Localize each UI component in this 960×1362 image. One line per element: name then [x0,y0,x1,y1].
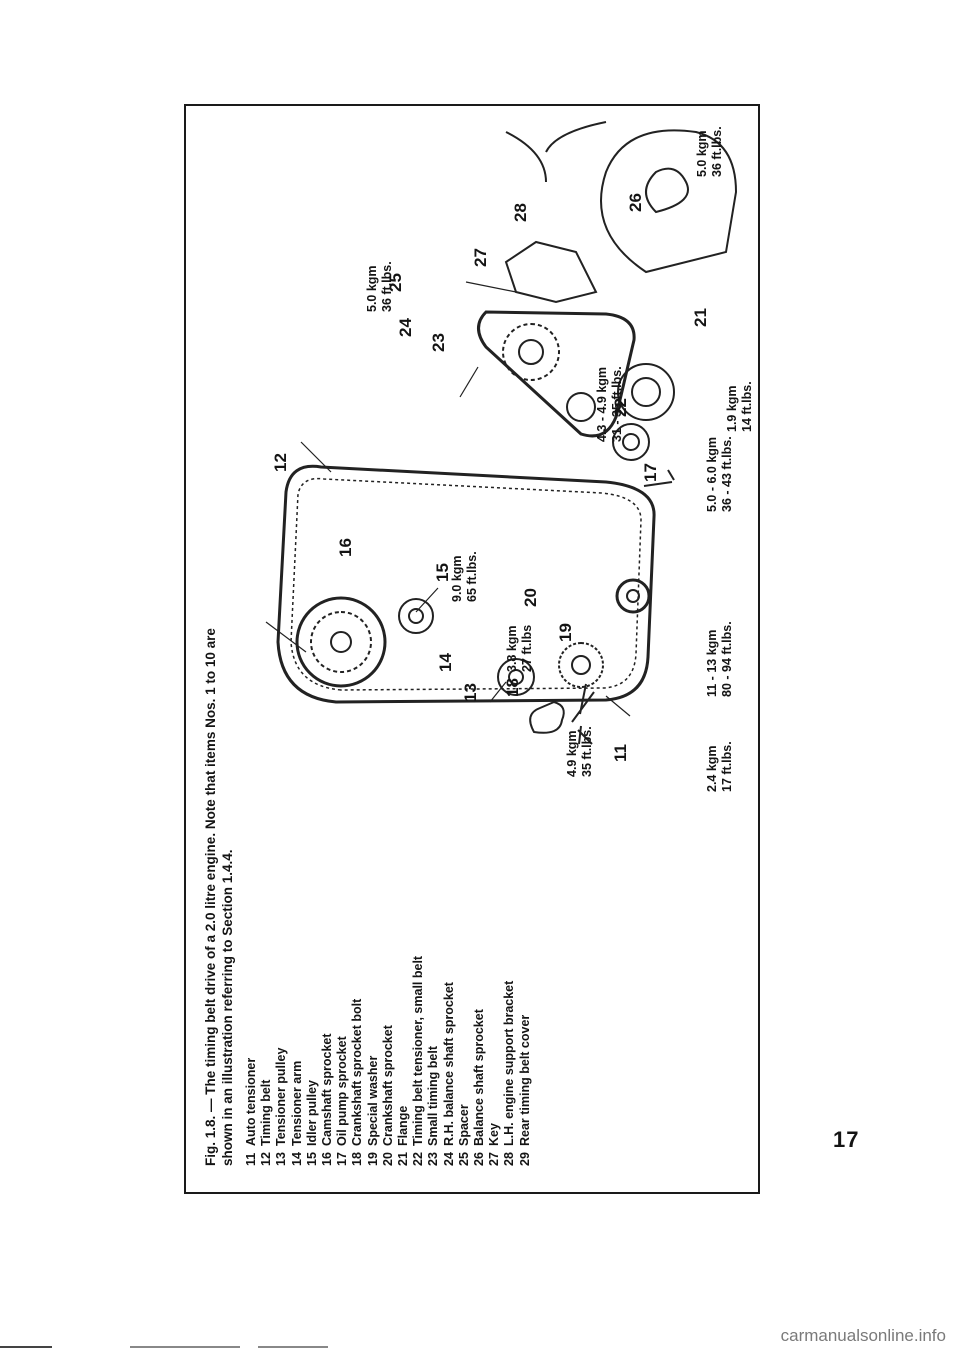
rear-cover-shape [600,129,738,274]
callout-23: 23 [429,333,448,352]
svg-text:65 ft.lbs.: 65 ft.lbs. [465,551,479,602]
callout-24: 24 [396,318,415,337]
camshaft-sprocket-shape [295,596,387,688]
tensioner-pulley-shape [497,658,535,696]
callout-26: 26 [626,193,645,212]
torque-23: 4.3 - 4.9 kgm 31 - 35 ft.lbs. [595,366,624,442]
legend-item: 21Flange [396,1105,411,1166]
callout-25: 25 [386,273,405,292]
svg-text:36 ft.lbs.: 36 ft.lbs. [710,126,724,177]
legend-item: 25Spacer [456,1104,471,1166]
flange-shape [617,363,675,421]
engine-bracket-shape [504,240,598,304]
svg-text:5.0 kgm: 5.0 kgm [695,130,709,177]
crankshaft-sprocket-shape [558,642,604,688]
footer-rule-left [0,1346,52,1348]
callout-18: 18 [503,678,522,697]
callout-12: 12 [271,453,290,472]
svg-text:14 ft.lbs.: 14 ft.lbs. [740,381,754,432]
legend-item: 18Crankshaft sprocket bolt [350,998,365,1166]
svg-text:36 ft.lbs.: 36 ft.lbs. [380,261,394,312]
svg-text:36 - 43 ft.lbs.: 36 - 43 ft.lbs. [720,436,734,512]
svg-text:5.0 - 6.0 kgm: 5.0 - 6.0 kgm [705,437,719,512]
callout-28: 28 [511,203,530,222]
footer-rule-middle [130,1346,240,1348]
legend-item: 29Rear timing belt cover [517,1014,532,1166]
figure-frame: Fig. 1.8. — The timing belt drive of a 2… [184,104,760,1194]
watermark-link[interactable]: carmanualsonline.info [780,1326,946,1345]
callout-17: 17 [641,463,660,482]
rh-balance-sprocket-shape [566,392,596,422]
auto-tensioner-shape [529,700,565,734]
timing-belt-diagram: 11 12 13 14 15 16 17 18 19 20 21 22 23 2… [265,121,754,792]
svg-text:1.9 kgm: 1.9 kgm [725,385,739,432]
callout-20: 20 [521,588,540,607]
legend-item: 26Balance shaft sprocket [472,1009,487,1166]
torque-25: 5.0 kgm 36 ft.lbs. [365,261,394,312]
callout-14: 14 [436,653,455,672]
svg-text:4.9 kgm: 4.9 kgm [565,730,579,777]
legend-item: 17Oil pump sprocket [335,1036,350,1166]
torque-16: 9.0 kgm 65 ft.lbs. [450,551,479,602]
svg-text:31 - 35 ft.lbs.: 31 - 35 ft.lbs. [610,366,624,442]
parts-legend: 11Auto tensioner 12Timing belt 13Tension… [244,956,533,1166]
legend-item: 24R.H. balance shaft sprocket [441,982,456,1166]
torque-17: 5.0 - 6.0 kgm 36 - 43 ft.lbs. [705,436,734,512]
callout-22: 22 [611,398,630,417]
torque-26: 5.0 kgm 36 ft.lbs. [695,126,724,177]
torque-14: 3.8 kgm 27 ft.lbs [505,625,534,672]
callout-13: 13 [461,683,480,702]
legend-item: 12Timing belt [259,1079,274,1166]
svg-text:2.4 kgm: 2.4 kgm [705,745,719,792]
legend-item: 23Small timing belt [426,1045,441,1166]
callout-27: 27 [471,248,490,267]
torque-18: 11 - 13 kgm 80 - 94 ft.lbs. [705,621,734,697]
legend-item: 13Tensioner pulley [274,1047,289,1166]
oil-pump-sprocket-shape [615,578,651,614]
svg-text:35 ft.lbs.: 35 ft.lbs. [580,726,594,777]
footer-rule-right [258,1346,328,1348]
torque-13: 4.9 kgm 35 ft.lbs. [565,726,594,777]
torque-22: 1.9 kgm 14 ft.lbs. [725,381,754,432]
svg-text:4.3 - 4.9 kgm: 4.3 - 4.9 kgm [595,367,609,442]
legend-item: 16Camshaft sprocket [320,1033,335,1166]
callout-16: 16 [336,538,355,557]
legend-item: 15Idler pulley [304,1080,319,1166]
callout-11: 11 [611,744,630,762]
callout-15: 15 [433,563,452,582]
legend-item: 11Auto tensioner [244,1057,258,1166]
svg-text:9.0 kgm: 9.0 kgm [450,555,464,602]
legend-item: 20Crankshaft sprocket [380,1025,395,1166]
legend-item: 28L.H. engine support bracket [502,980,517,1166]
idler-pulley-shape [398,598,434,634]
svg-text:17 ft.lbs.: 17 ft.lbs. [720,741,734,792]
balance-sprocket-shape [502,323,560,381]
legend-item: 14Tensioner arm [289,1060,304,1166]
small-tensioner-shape [612,423,650,461]
torque-11: 2.4 kgm 17 ft.lbs. [705,741,734,792]
timing-belt-shape [276,464,656,704]
svg-text:80 - 94 ft.lbs.: 80 - 94 ft.lbs. [720,621,734,697]
svg-text:11 - 13 kgm: 11 - 13 kgm [705,630,719,697]
small-timing-belt-shape [477,310,636,438]
callout-21: 21 [691,308,710,327]
legend-item: 22Timing belt tensioner, small belt [411,955,426,1166]
svg-text:5.0 kgm: 5.0 kgm [365,265,379,312]
legend-item: 27Key [487,1123,502,1166]
callout-19: 19 [556,623,575,642]
svg-text:27 ft.lbs: 27 ft.lbs [520,625,534,672]
rotated-figure: Fig. 1.8. — The timing belt drive of a 2… [186,106,758,1192]
page-number: 17 [833,1127,860,1152]
legend-item: 19Special washer [365,1055,380,1166]
svg-text:3.8 kgm: 3.8 kgm [505,625,519,672]
